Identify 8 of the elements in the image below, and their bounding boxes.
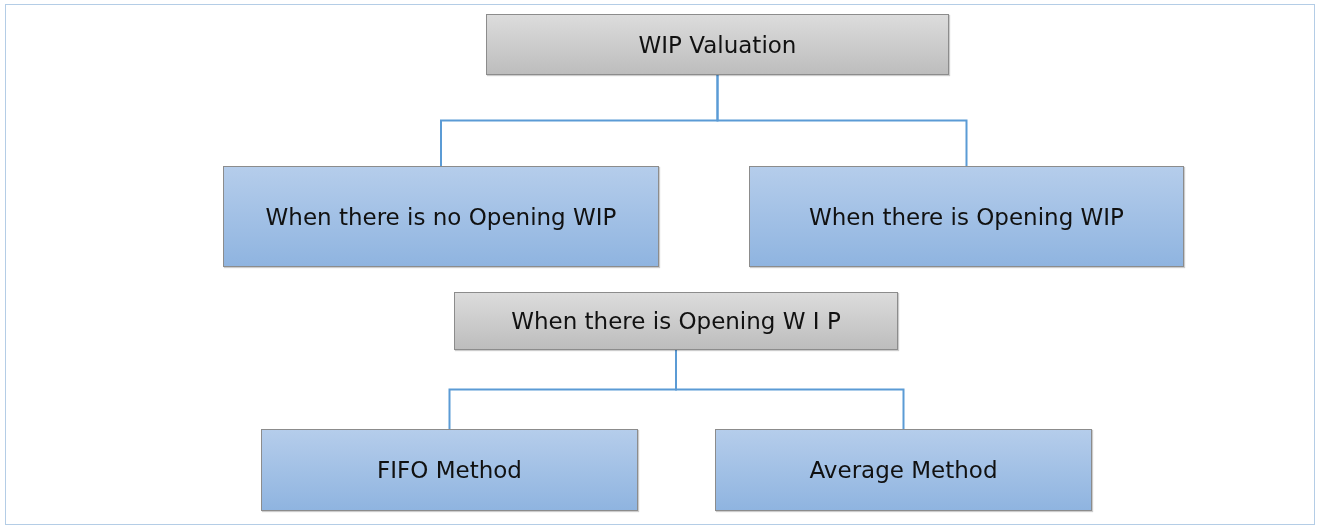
category-box: Average Method [715,429,1092,511]
heading-box: WIP Valuation [486,14,949,75]
category-box: FIFO Method [261,429,638,511]
connector-line [716,74,968,167]
category-box: When there is no Opening WIP [223,166,659,267]
category-box: When there is Opening WIP [749,166,1184,267]
heading-box: When there is Opening W I P [454,292,898,350]
connector-line [675,349,905,430]
